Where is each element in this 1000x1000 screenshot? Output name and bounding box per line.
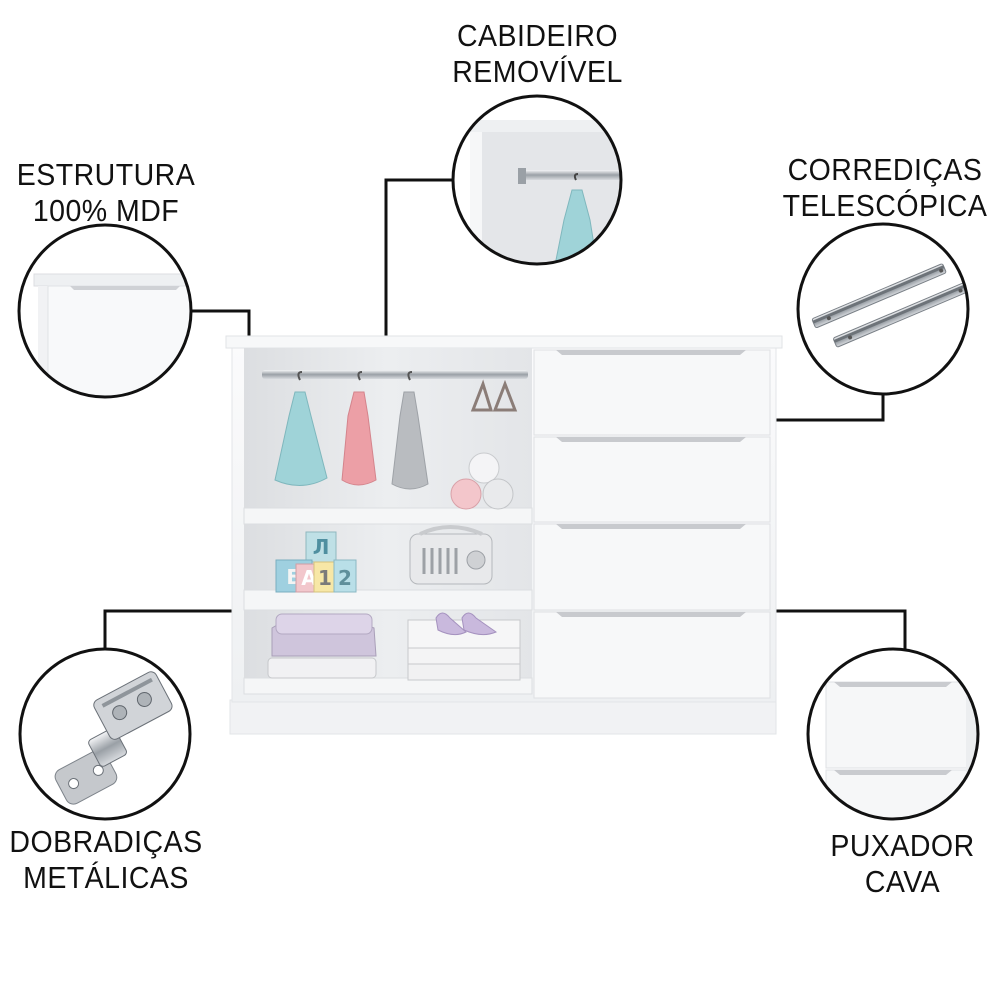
- hanging-dress-pink: [341, 371, 377, 486]
- drawer-2: [533, 436, 771, 523]
- label-cabideiro: CABIDEIRO REMOVÍVEL: [429, 18, 645, 90]
- label-estrutura-line2: 100% MDF: [32, 193, 180, 228]
- hanging-rod: [262, 370, 528, 379]
- block-letter-1: Л: [313, 535, 330, 559]
- connector-estrutura: [190, 309, 251, 345]
- block-letter-5: 2: [338, 566, 352, 590]
- detail-estrutura-circle: [17, 223, 193, 399]
- shoe-boxes: [407, 612, 521, 681]
- connector-lines: [103, 178, 907, 649]
- toy-radio: [409, 525, 493, 585]
- dresser-top: [225, 335, 783, 349]
- drawer-1-handle: [556, 350, 746, 355]
- shelf-3: [243, 677, 533, 695]
- empty-hangers: [470, 379, 518, 412]
- connector-corredicas: [772, 394, 885, 422]
- folded-clothes: [267, 613, 377, 679]
- drawer-1: [533, 349, 771, 436]
- drawer-2-handle: [556, 437, 746, 442]
- detail-corredicas-image: [798, 224, 968, 394]
- dresser-base: [229, 699, 777, 735]
- block-letter-4: 1: [318, 566, 332, 590]
- label-estrutura-line1: ESTRUTURA: [16, 157, 196, 192]
- hanging-dress-gray: [391, 371, 429, 490]
- connector-puxador: [740, 609, 907, 649]
- dresser: Л Б A 1 2: [225, 335, 783, 735]
- label-corredicas: CORREDIÇAS TELESCÓPICA: [779, 152, 991, 224]
- drawer-4-handle: [556, 612, 746, 617]
- detail-puxador-image: [808, 649, 978, 819]
- detail-puxador-circle: [806, 647, 980, 821]
- drawer-stack: [533, 349, 771, 699]
- connector-cabideiro: [384, 178, 453, 352]
- detail-corredicas-circle: [796, 222, 970, 396]
- shelf-1: [243, 507, 533, 525]
- toy-blocks: Л Б A 1 2: [275, 531, 357, 593]
- label-dobradicas-line1: DOBRADIÇAS: [9, 824, 203, 859]
- label-puxador-line1: PUXADOR: [830, 828, 975, 863]
- detail-cabideiro-circle: [451, 94, 623, 266]
- label-cabideiro-line2: REMOVÍVEL: [452, 54, 623, 89]
- detail-dobradicas-image: [20, 649, 190, 819]
- drawer-4: [533, 611, 771, 699]
- drawer-3-handle: [556, 524, 746, 529]
- drawer-3: [533, 523, 771, 611]
- block-letter-3: A: [301, 566, 317, 590]
- detail-dobradicas-circle: [18, 647, 192, 821]
- connector-dobradicas: [103, 609, 238, 649]
- label-corredicas-line1: CORREDIÇAS: [787, 152, 983, 187]
- label-puxador: PUXADOR CAVA: [808, 828, 997, 900]
- shelf-2: [243, 589, 533, 611]
- label-dobradicas: DOBRADIÇAS METÁLICAS: [8, 824, 203, 896]
- hanging-dress-blue: [274, 371, 328, 486]
- label-corredicas-line2: TELESCÓPICA: [782, 188, 988, 223]
- label-cabideiro-line1: CABIDEIRO: [456, 18, 619, 53]
- label-dobradicas-line2: METÁLICAS: [23, 860, 189, 895]
- label-puxador-line2: CAVA: [864, 864, 941, 899]
- rolled-towels: [450, 452, 514, 510]
- label-estrutura: ESTRUTURA 100% MDF: [8, 157, 203, 229]
